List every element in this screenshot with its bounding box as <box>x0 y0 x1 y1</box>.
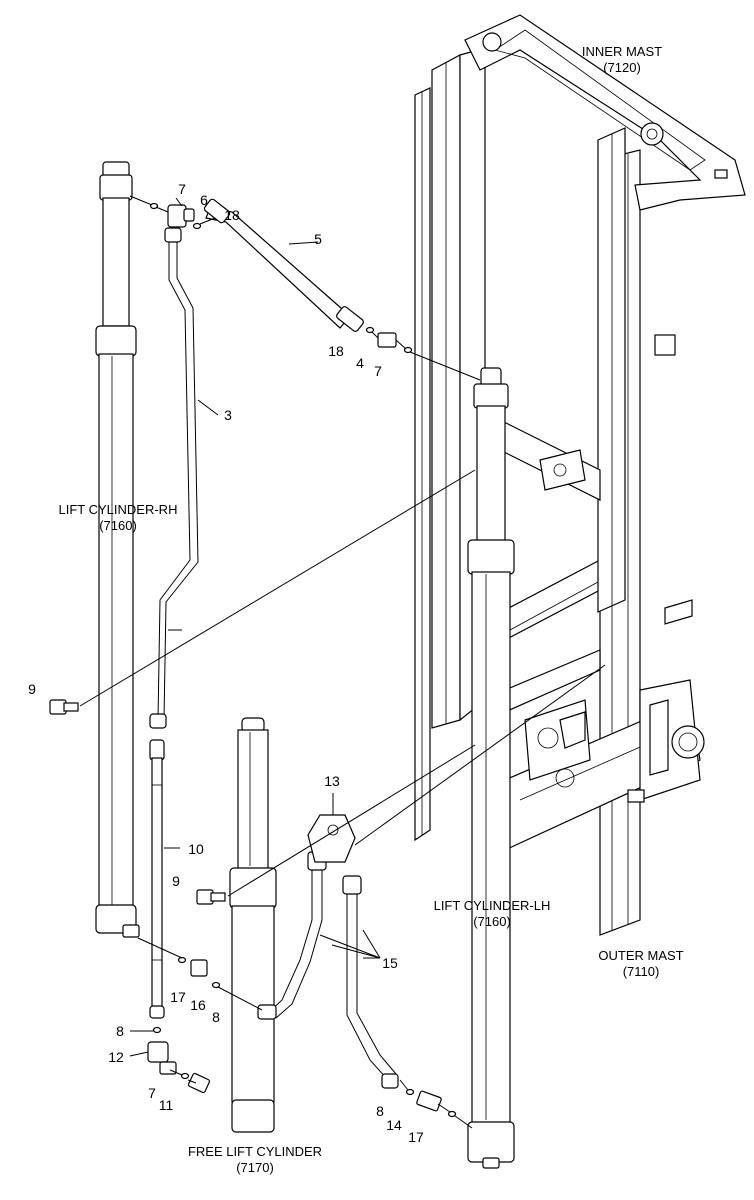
free-lift-cylinder-code: (7170) <box>236 1160 274 1175</box>
callout-11: 11 <box>159 1097 174 1113</box>
callout-8: 8 <box>376 1103 384 1119</box>
callout-7: 7 <box>374 363 382 379</box>
free-lift-cylinder <box>229 717 277 1133</box>
connector-4 <box>377 332 397 348</box>
inner-mast-label: INNER MAST <box>582 44 662 59</box>
callout-18: 18 <box>328 343 344 359</box>
nipple-11 <box>187 1072 211 1094</box>
pipe-3 <box>149 227 199 729</box>
hose-5 <box>203 198 364 332</box>
callout-12: 12 <box>108 1049 124 1065</box>
callout-10: 10 <box>188 841 204 857</box>
connector-14 <box>416 1090 442 1112</box>
outer-mast-label: OUTER MAST <box>598 948 683 963</box>
lift-cylinder-rh <box>95 161 140 938</box>
callout-14: 14 <box>386 1117 402 1133</box>
callout-18: 18 <box>224 207 240 223</box>
callout-16: 16 <box>190 997 206 1013</box>
callout-9: 9 <box>28 681 36 697</box>
bolt-9-upper <box>49 699 79 715</box>
hose-15 <box>257 851 399 1089</box>
leader-lines <box>79 195 606 1129</box>
callout-6: 6 <box>200 192 208 208</box>
callout-9: 9 <box>172 873 180 889</box>
bolt-9-lower <box>196 889 226 905</box>
free-lift-cylinder-label: FREE LIFT CYLINDER <box>188 1144 322 1159</box>
callout-5: 5 <box>314 231 322 247</box>
callout-17: 17 <box>170 989 186 1005</box>
inner-mast-code: (7120) <box>603 60 641 75</box>
lift-cylinder-lh-label: LIFT CYLINDER-LH <box>434 898 551 913</box>
lift-cylinder-rh-code: (7160) <box>99 518 137 533</box>
hose-10 <box>149 739 165 1019</box>
block-13 <box>307 814 356 863</box>
callout-7: 7 <box>148 1085 156 1101</box>
callout-4: 4 <box>356 355 364 371</box>
lift-cylinder-lh <box>467 367 515 1169</box>
o-rings <box>149 202 457 1118</box>
callout-8: 8 <box>116 1023 124 1039</box>
connector-16 <box>190 959 208 977</box>
callout-17: 17 <box>408 1129 424 1145</box>
lift-cylinder-rh-label: LIFT CYLINDER-RH <box>59 502 178 517</box>
callout-7: 7 <box>178 181 186 197</box>
callout-8: 8 <box>212 1009 220 1025</box>
callout-3: 3 <box>224 407 232 423</box>
callout-15: 15 <box>382 955 398 971</box>
fitting-tee-6 <box>167 204 195 228</box>
callout-13: 13 <box>324 773 340 789</box>
elbow-12 <box>147 1041 177 1075</box>
lift-cylinder-lh-code: (7160) <box>473 914 511 929</box>
outer-mast-code: (7110) <box>623 964 660 979</box>
